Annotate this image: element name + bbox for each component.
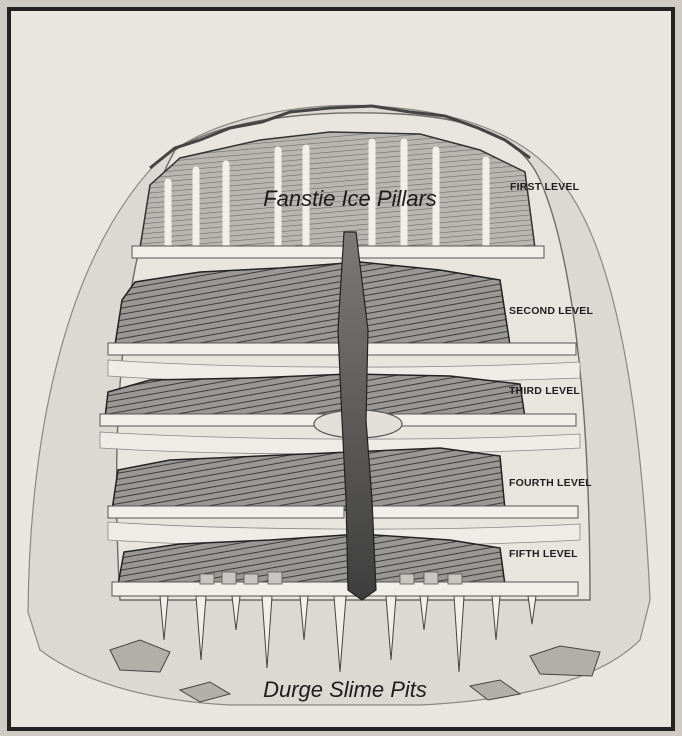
third-level-label: THIRD LEVEL <box>509 385 580 397</box>
bottom-label: Durge Slime Pits <box>263 677 427 702</box>
top-label: Fanstie Ice Pillars <box>263 186 437 211</box>
fourth-level-label: FOURTH LEVEL <box>509 477 592 489</box>
fifth-level-label: FIFTH LEVEL <box>509 548 578 560</box>
second-level-label: SECOND LEVEL <box>509 305 593 317</box>
first-level-label: FIRST LEVEL <box>510 181 580 193</box>
